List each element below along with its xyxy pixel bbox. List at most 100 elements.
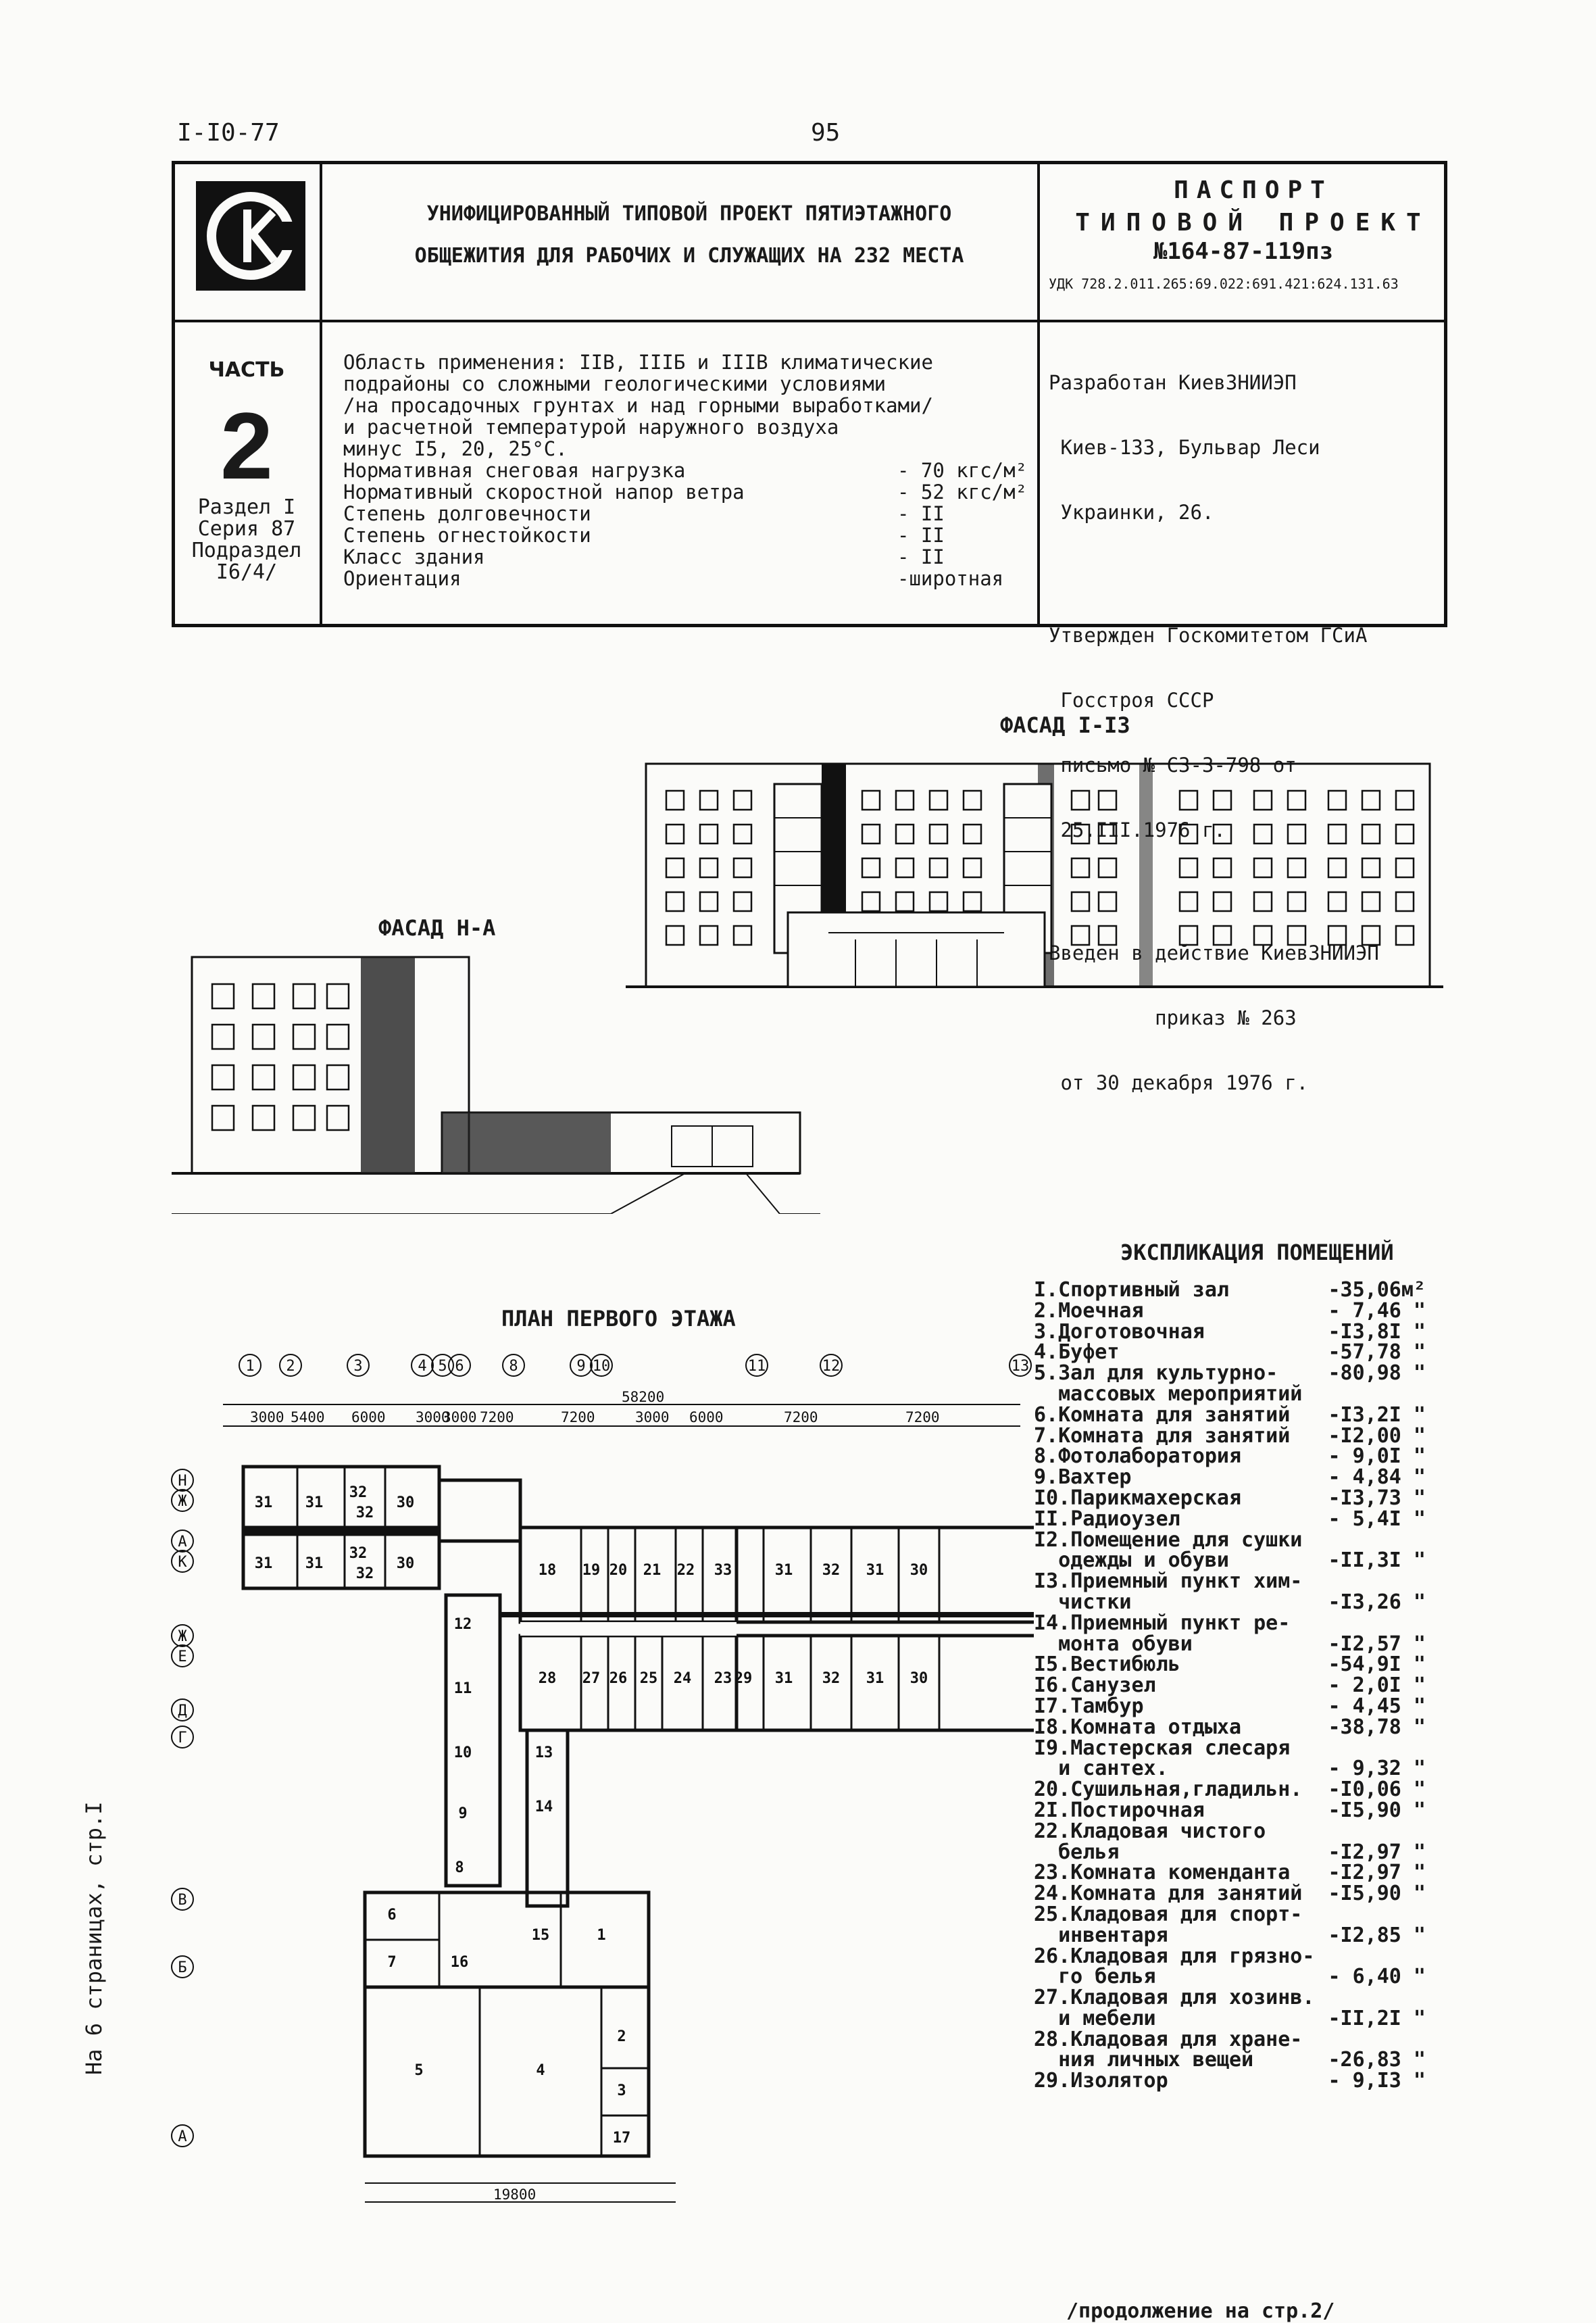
explication-room-number: 23. xyxy=(1034,1861,1071,1885)
explication-room-name: Комната коменданта xyxy=(1070,1861,1291,1885)
window-mark xyxy=(1253,789,1273,811)
room-number: 4 xyxy=(536,2062,545,2079)
param-value: - 52 кгс/м² xyxy=(897,481,1028,504)
facade-1-caption: ФАСАД I-I3 xyxy=(1000,712,1130,738)
explication-room-area: -I2,57 " xyxy=(1328,1632,1426,1656)
explication-row: го белья- 6,40 " xyxy=(1034,1966,1426,1988)
developer-line: Утвержден Госкомитетом ГСиА xyxy=(1049,624,1368,647)
room-number: 31 xyxy=(775,1670,793,1687)
param-name: Нормативная снеговая нагрузка xyxy=(343,459,686,482)
window-mark xyxy=(665,789,685,811)
project-title-line-2: ОБЩЕЖИТИЯ ДЛЯ РАБОЧИХ И СЛУЖАЩИХ НА 232 … xyxy=(414,244,964,268)
explication-room-name: Комната отдыха xyxy=(1070,1715,1242,1739)
window-mark xyxy=(1327,925,1347,946)
axis-label: Ж xyxy=(178,1628,187,1645)
room-number: 31 xyxy=(866,1670,884,1687)
dimension-label: 3000 xyxy=(635,1409,670,1425)
window-mark xyxy=(1361,789,1381,811)
window-mark xyxy=(1178,925,1199,946)
param-row: Степень долговечности- II xyxy=(343,503,1032,524)
explication-room-area: -54,9I " xyxy=(1328,1653,1426,1677)
axis-bubble xyxy=(1009,1354,1032,1377)
param-value: - II xyxy=(897,545,945,568)
window-mark xyxy=(211,983,235,1010)
passport-line-2: ТИПОВОЙ ПРОЕКТ xyxy=(1075,209,1432,237)
window-mark xyxy=(962,789,982,811)
param-row: Нормативный скоростной напор ветра- 52 к… xyxy=(343,481,1032,503)
window-mark xyxy=(1395,857,1415,879)
explication-room-name: Комната для занятий xyxy=(1058,1402,1291,1427)
dimension-label: 5400 xyxy=(291,1409,325,1425)
window-mark xyxy=(211,1064,235,1091)
window-mark xyxy=(1361,925,1381,946)
side-note: На 6 страницах, стр.I xyxy=(81,1801,107,2075)
part-subsection-label: Подраздел xyxy=(191,539,302,562)
explication-room-name: Комната для занятий xyxy=(1070,1882,1303,1906)
window-mark xyxy=(928,823,949,845)
developer-line: Госстроя СССР xyxy=(1049,689,1214,712)
window-mark xyxy=(292,1023,316,1050)
explication-room-area: - 2,0I " xyxy=(1328,1673,1426,1698)
window-mark xyxy=(732,891,753,912)
window-mark xyxy=(1097,857,1118,879)
dimension-label: 3000 xyxy=(416,1409,450,1425)
explication-room-number: 27. xyxy=(1034,1986,1071,2010)
explication-room-name: Приемный пункт ре- xyxy=(1070,1611,1291,1635)
facade-2-drawing xyxy=(172,956,820,1214)
explication-room-number: 4. xyxy=(1034,1340,1059,1365)
room-number: 32 xyxy=(349,1484,368,1501)
window-mark xyxy=(1070,925,1091,946)
room-number: 23 xyxy=(714,1670,732,1687)
explication-room-area: -38,78 " xyxy=(1328,1715,1426,1739)
explication-row: 22.Кладовая чистого xyxy=(1034,1821,1426,1842)
room-number: 28 xyxy=(539,1670,557,1687)
explication-row: и мебели-II,2I " xyxy=(1034,2008,1426,2030)
param-value: -широтная xyxy=(897,567,1004,590)
window-mark xyxy=(1287,789,1307,811)
room-number: 31 xyxy=(255,1555,273,1572)
explication-room-area: -I5,90 " xyxy=(1328,1882,1426,1906)
explication-title: ЭКСПЛИКАЦИЯ ПОМЕЩЕНИЙ xyxy=(1120,1240,1394,1265)
axis-label: А xyxy=(178,1534,186,1550)
param-value: - 70 кгс/м² xyxy=(897,459,1028,482)
window-mark xyxy=(1212,857,1232,879)
window-mark xyxy=(211,1023,235,1050)
explication-row: монта обуви-I2,57 " xyxy=(1034,1634,1426,1655)
explication-row: 24.Комната для занятий-I5,90 " xyxy=(1034,1882,1426,1906)
room-number: 31 xyxy=(775,1562,793,1579)
dimension-label: 7200 xyxy=(561,1409,595,1425)
part-section: Раздел I xyxy=(197,495,296,519)
explication-row: I4.Приемный пункт ре- xyxy=(1034,1613,1426,1634)
axis-bubble xyxy=(820,1354,843,1377)
axis-bubble xyxy=(448,1354,471,1377)
application-line: подрайоны со сложными геологическими усл… xyxy=(343,372,887,395)
developer-line: Введен в действие КиевЗНИИЭП xyxy=(1049,942,1379,964)
explication-room-area: -I0,06 " xyxy=(1328,1778,1426,1802)
room-number: 16 xyxy=(451,1954,469,1971)
dimension-label: 7200 xyxy=(480,1409,514,1425)
axis-bubble xyxy=(171,1888,194,1911)
window-mark xyxy=(1097,891,1118,912)
explication-room-number: 3. xyxy=(1034,1319,1059,1344)
explication-row: 4.Буфет-57,78 " xyxy=(1034,1342,1426,1363)
room-number: 31 xyxy=(305,1555,324,1572)
window-mark xyxy=(1395,925,1415,946)
explication-room-name: Буфет xyxy=(1058,1340,1120,1365)
explication-room-number: 2. xyxy=(1034,1298,1059,1323)
param-row: Нормативная снеговая нагрузка - 70 кгс/м² xyxy=(343,460,1032,481)
explication-room-number: I4. xyxy=(1034,1611,1071,1635)
window-mark xyxy=(699,823,719,845)
explication-row: 20.Сушильная,гладильн.-I0,06 " xyxy=(1034,1778,1426,1802)
param-row: Ориентация-широтная xyxy=(343,568,1032,589)
window-mark xyxy=(699,925,719,946)
explication-row: 7.Комната для занятий-I2,00 " xyxy=(1034,1425,1426,1447)
explication-room-number: 9. xyxy=(1034,1465,1059,1490)
window-mark xyxy=(1070,789,1091,811)
explication-row: 29.Изолятор- 9,I3 " xyxy=(1034,2070,1426,2092)
window-mark xyxy=(326,1104,350,1131)
explication-room-name: и сантех. xyxy=(1034,1757,1168,1781)
axis-label: 5 xyxy=(438,1358,447,1375)
room-number: 19 xyxy=(582,1562,601,1579)
explication-row: ния личных вещей-26,83 " xyxy=(1034,2050,1426,2071)
window-mark xyxy=(861,857,881,879)
